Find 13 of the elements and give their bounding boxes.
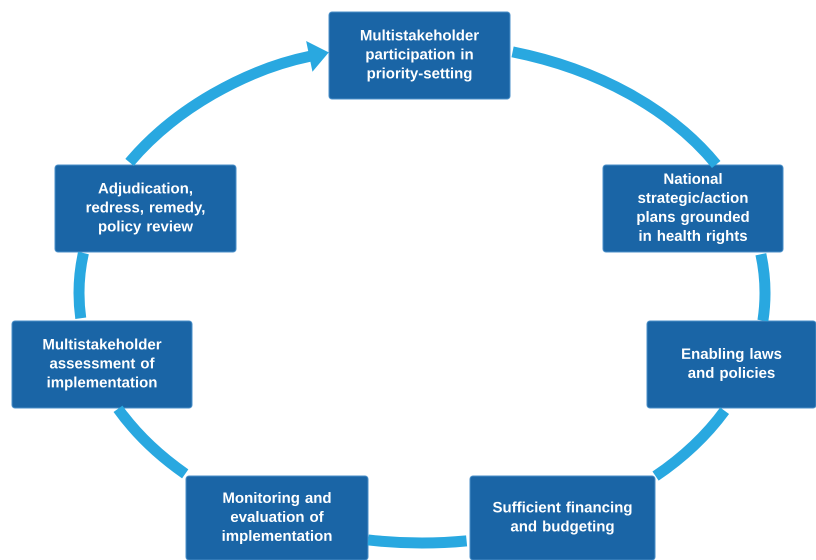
process-box: Monitoring and evaluation of implementation <box>186 476 368 560</box>
connector-arc <box>74 252 89 319</box>
process-box: National strategic/action plans grounded in health rights <box>602 164 784 252</box>
connector-arc <box>511 46 720 168</box>
connector-arc <box>755 253 770 322</box>
connector-arc <box>652 407 730 481</box>
process-box: Multistakeholder assessment of implementation <box>12 320 192 408</box>
connector-arc <box>114 406 188 478</box>
process-box: Enabling laws and policies <box>646 320 816 408</box>
process-box: Multistakeholder participation in priority-setting <box>328 12 510 100</box>
process-box: Adjudication, redress, remedy, policy review <box>54 164 236 252</box>
connector-arc <box>368 534 468 548</box>
process-box: Sufficient financing and budgeting <box>470 476 656 560</box>
